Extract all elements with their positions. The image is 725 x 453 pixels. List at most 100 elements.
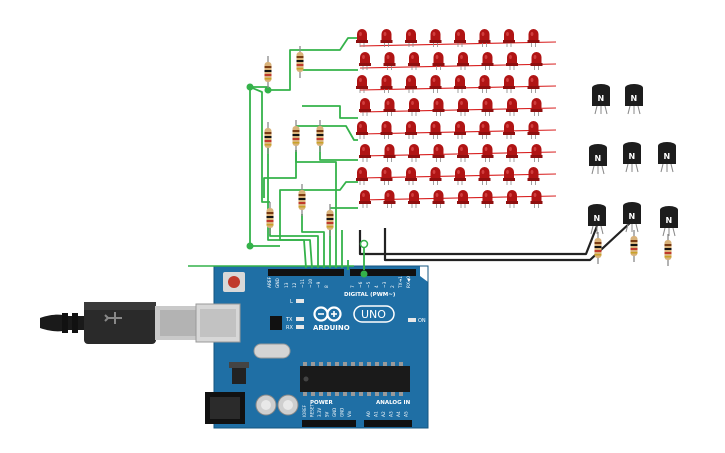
power-pin-label: Vin xyxy=(347,410,352,417)
npn-transistor: N xyxy=(588,204,606,235)
led xyxy=(457,190,469,208)
led xyxy=(454,121,466,139)
digital-pin-label: 4 xyxy=(374,285,380,288)
led xyxy=(478,29,491,47)
led xyxy=(481,98,494,116)
led xyxy=(506,52,518,70)
led xyxy=(527,167,540,185)
transistor-label: N xyxy=(595,154,602,163)
led xyxy=(356,167,368,185)
power-pin-label: 5V xyxy=(325,411,330,417)
led xyxy=(478,75,491,93)
led xyxy=(408,144,420,162)
npn-transistor: N xyxy=(658,142,676,173)
led xyxy=(429,75,442,93)
led xyxy=(454,29,466,47)
transistor-label: N xyxy=(629,212,636,221)
digital-pin-label: RX◀0 xyxy=(406,276,412,288)
led xyxy=(481,52,494,70)
led xyxy=(429,29,442,47)
led xyxy=(405,121,417,139)
chip-icon xyxy=(300,362,410,396)
digital-label: DIGITAL (PWM~) xyxy=(344,292,396,298)
transistor-label: N xyxy=(664,152,671,161)
tx-label: TX xyxy=(285,317,293,323)
resistor xyxy=(316,120,324,152)
transistor-label: N xyxy=(594,214,601,223)
led xyxy=(380,167,393,185)
arduino-board: L TX RX ON ARDUINO UNO DIGITAL (PWM~) PO… xyxy=(195,265,429,429)
led xyxy=(457,144,469,162)
analog-pin-label: A3 xyxy=(389,411,395,417)
digital-pin-label: ~9 xyxy=(316,281,322,288)
led xyxy=(530,52,543,70)
power-pin-label: GND xyxy=(340,408,345,417)
led xyxy=(478,121,491,139)
digital-pin-label: 8 xyxy=(324,285,330,288)
digital-pin-label: ~10 xyxy=(308,279,314,288)
led xyxy=(481,190,494,208)
resistor xyxy=(264,122,272,154)
power-pin-label: GND xyxy=(332,408,337,417)
board-model: UNO xyxy=(361,308,386,321)
power-pin-label: RESET xyxy=(310,404,315,417)
digital-pin-label: 7 xyxy=(350,285,356,288)
power-jack-icon xyxy=(205,392,245,424)
led xyxy=(356,29,368,47)
led xyxy=(405,75,417,93)
digital-pin-label: ~11 xyxy=(300,279,306,288)
resistors xyxy=(264,46,672,266)
rx-label: RX xyxy=(286,325,293,331)
npn-transistor: N xyxy=(623,142,641,173)
npn-transistor: N xyxy=(660,206,678,237)
resistor xyxy=(326,204,334,236)
led xyxy=(432,144,445,162)
led-matrix xyxy=(356,29,557,208)
led xyxy=(503,167,515,185)
digital-pin-label: GND xyxy=(275,277,281,288)
led xyxy=(405,167,417,185)
digital-pin-label: 13 xyxy=(284,282,290,288)
led xyxy=(506,190,518,208)
led xyxy=(383,190,396,208)
npn-transistor: N xyxy=(625,84,643,115)
led xyxy=(359,144,371,162)
analog-label: ANALOG IN xyxy=(376,400,411,406)
led xyxy=(432,190,445,208)
led xyxy=(506,98,518,116)
black-wire-1 xyxy=(358,225,599,256)
digital-header-right xyxy=(350,269,416,276)
led xyxy=(503,29,515,47)
led xyxy=(356,75,368,93)
power-pin-label: 3.3V xyxy=(317,408,322,417)
resistor xyxy=(630,230,638,262)
digital-pin-label: ~6 xyxy=(358,281,364,288)
led xyxy=(530,144,543,162)
arduino-logo: ARDUINO UNO xyxy=(313,305,395,332)
digital-pin-label: AREF xyxy=(267,276,273,288)
digital-pin-label: TX➜1 xyxy=(398,276,404,289)
npn-transistor: N xyxy=(589,144,607,175)
led xyxy=(359,98,371,116)
led xyxy=(356,121,368,139)
analog-pin-label: A1 xyxy=(374,411,380,417)
black-wire-2 xyxy=(383,221,632,262)
led xyxy=(478,167,491,185)
on-label: ON xyxy=(418,318,426,324)
led xyxy=(380,75,393,93)
resistor xyxy=(296,46,304,78)
digital-pin-label: ~5 xyxy=(366,281,372,288)
resistor xyxy=(664,234,672,266)
digital-pin-label: 12 xyxy=(292,282,298,288)
led xyxy=(432,52,445,70)
led xyxy=(481,144,494,162)
led xyxy=(432,98,445,116)
led xyxy=(503,75,515,93)
transistor-label: N xyxy=(631,94,638,103)
resistor xyxy=(264,56,272,88)
analog-pin-label: A5 xyxy=(404,411,410,417)
npn-transistor: N xyxy=(592,84,610,115)
reset-button-icon[interactable] xyxy=(223,272,245,292)
